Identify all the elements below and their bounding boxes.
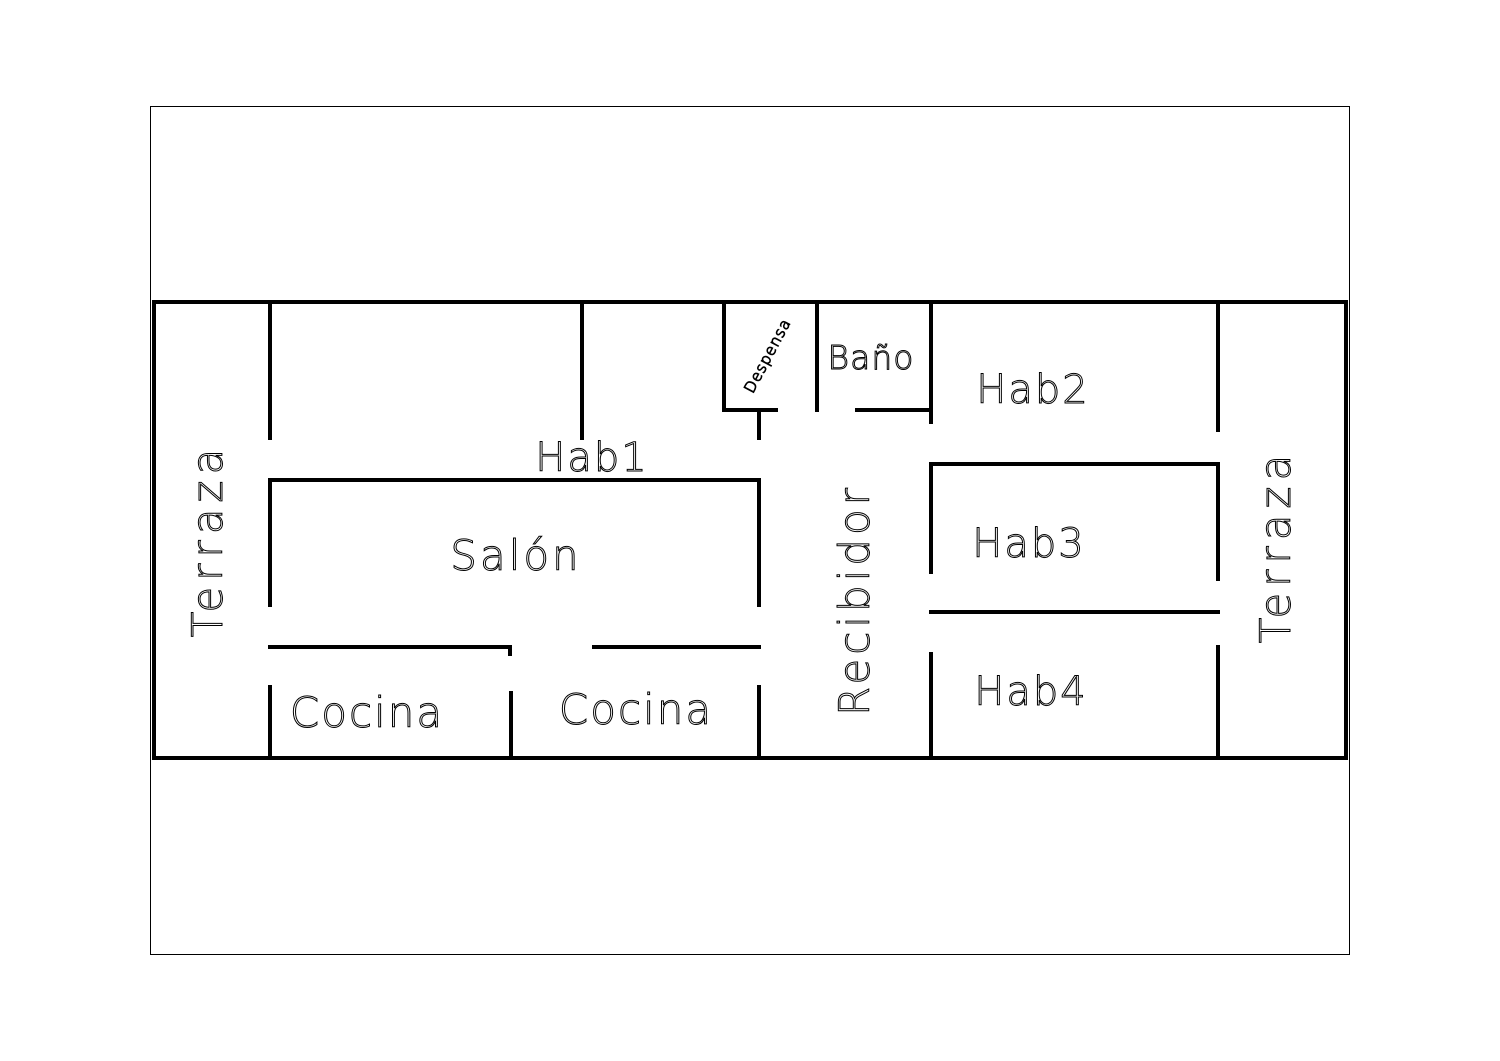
room-label-salon: Salón — [450, 531, 581, 580]
room-label-terraza-left: Terraza — [183, 443, 232, 637]
room-label-hab2: Hab2 — [976, 367, 1089, 413]
room-label-cocina-1: Cocina — [290, 688, 444, 737]
room-label-bano: Baño — [828, 338, 915, 377]
outer-wall — [152, 300, 1348, 760]
room-label-hab3: Hab3 — [972, 521, 1085, 567]
room-label-despensa: Despensa — [740, 315, 794, 396]
room-label-recibidor: Recibidor — [830, 484, 879, 716]
sheet-frame — [150, 106, 1350, 955]
room-label-hab1: Hab1 — [535, 435, 648, 481]
room-label-cocina-2: Cocina — [559, 685, 713, 734]
room-label-terraza-right: Terraza — [1251, 449, 1300, 643]
room-label-hab4: Hab4 — [974, 669, 1087, 715]
